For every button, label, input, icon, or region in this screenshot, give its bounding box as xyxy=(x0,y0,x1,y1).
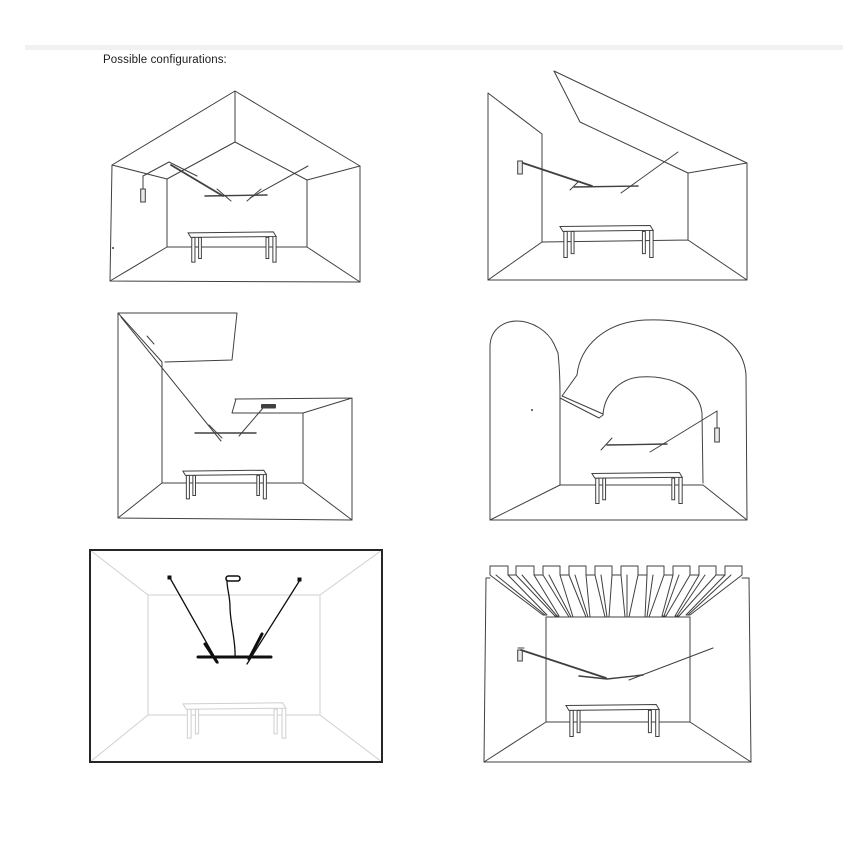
page-title: Possible configurations: xyxy=(103,54,227,66)
top-divider xyxy=(25,45,843,50)
pendant-lamp xyxy=(140,161,309,203)
bench xyxy=(182,469,267,500)
pendant-lamp xyxy=(600,410,720,453)
bench xyxy=(565,703,660,738)
bench xyxy=(591,472,683,505)
figure-l-shaped-ceiling-room xyxy=(117,312,353,521)
suspension-fixture xyxy=(167,575,302,665)
shelf-lamp xyxy=(120,316,276,442)
wall-lamp xyxy=(517,151,679,194)
figure-highlighted-fixture-room xyxy=(89,549,383,763)
faded-room xyxy=(89,549,383,763)
wall-lamp xyxy=(517,647,714,681)
figure-slanted-ceiling-room xyxy=(487,70,748,281)
figure-slatted-ceiling-room xyxy=(483,565,752,763)
ceiling-slats xyxy=(489,565,743,618)
figure-arched-vault-room xyxy=(489,319,748,521)
figure-gabled-ceiling-room xyxy=(109,90,361,283)
